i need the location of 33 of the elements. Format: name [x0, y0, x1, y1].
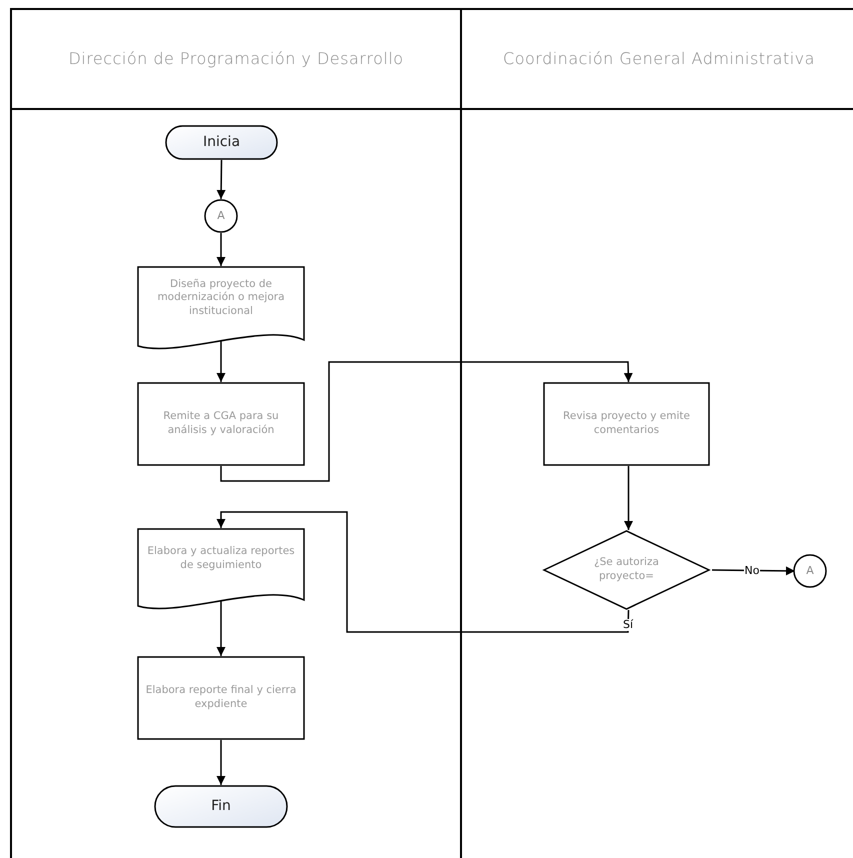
arrow: [216, 341, 226, 382]
step-label: Elabora y actualiza reportes de seguimiento: [146, 545, 296, 573]
connector-label: A: [217, 208, 225, 224]
arrow: [624, 466, 633, 530]
step-label: Diseña proyecto de modernización o mejora institucional: [156, 278, 286, 318]
lane-title: Dirección de Programación y Desarrollo: [68, 48, 404, 70]
lane-title: Coordinación General Administrativa: [503, 48, 815, 70]
start-terminal: [165, 125, 278, 160]
step-label: ¿Se autoriza proyecto=: [593, 556, 660, 584]
step-label: Revisa proyecto y emite comentarios: [562, 410, 691, 438]
end-terminal: [154, 785, 288, 828]
arrow: [220, 361, 633, 482]
connector-circle: [204, 199, 238, 233]
connector-circle: [793, 554, 827, 588]
step-label: Remite a CGA para su análisis y valoración: [162, 410, 280, 438]
process-box: [137, 656, 305, 740]
swimlane: [10, 8, 462, 858]
arrow: [216, 740, 226, 785]
edge-label: Sí: [622, 618, 634, 632]
edge-label: No: [744, 564, 760, 578]
terminal-label: Inicia: [202, 133, 240, 152]
process-box: [543, 382, 710, 466]
process-box: [137, 382, 305, 466]
step-label: Elabora reporte final y cierra expdiente: [145, 684, 297, 712]
connector-label: A: [806, 564, 814, 578]
document-shape: [137, 528, 305, 612]
terminal-label: Fin: [211, 797, 231, 816]
decision-diamond: [543, 530, 710, 610]
arrow: [216, 511, 630, 633]
arrow: [216, 160, 226, 200]
document-shape: [137, 266, 305, 352]
arrow: [216, 601, 226, 656]
arrow: [216, 233, 226, 266]
